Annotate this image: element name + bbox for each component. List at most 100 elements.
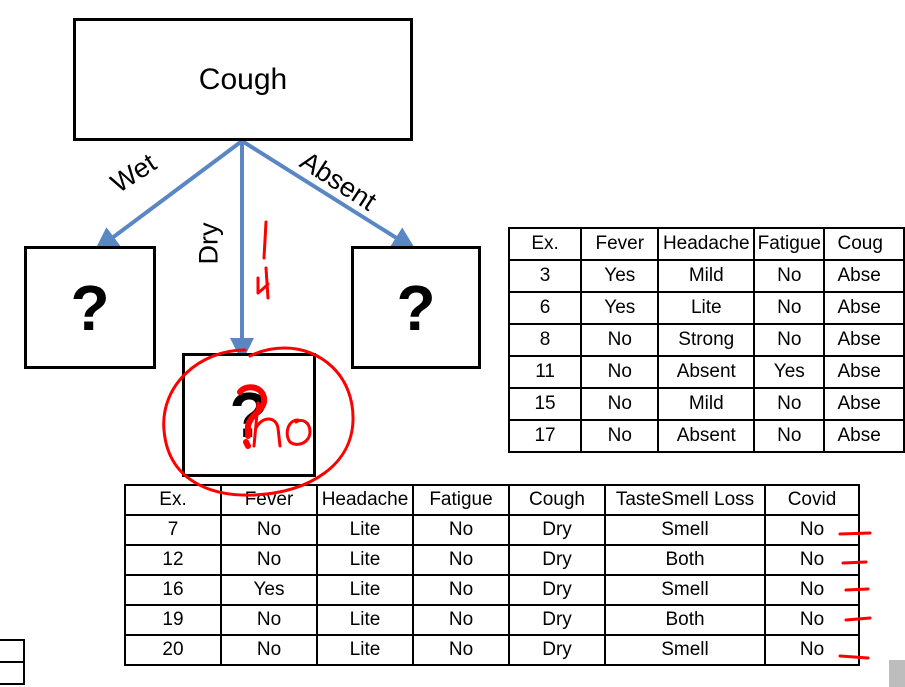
- cell: Abse: [823, 259, 905, 293]
- cell: No: [220, 634, 318, 666]
- cell: No: [220, 514, 318, 546]
- cell: Absent: [657, 355, 756, 389]
- cell: No: [753, 419, 826, 453]
- node-dry-label: ?: [229, 379, 269, 451]
- cell: 6: [507, 291, 583, 325]
- corner-box-fragment: [0, 639, 25, 685]
- cell: No: [580, 323, 660, 357]
- cell: 12: [124, 544, 222, 576]
- cell: Dry: [508, 574, 606, 606]
- cell: Smell: [604, 514, 766, 546]
- edge-label-wet: Wet: [105, 147, 162, 199]
- cell: No: [412, 634, 510, 666]
- cell: No: [764, 634, 860, 666]
- cell: 20: [124, 634, 222, 666]
- table-row: 17 No Absent No Abse: [507, 419, 905, 453]
- cell: 16: [124, 574, 222, 606]
- cell: Dry: [508, 604, 606, 636]
- cell: No: [412, 514, 510, 546]
- col-header: Coug: [823, 227, 905, 261]
- cell: No: [764, 604, 860, 636]
- col-header: Fever: [580, 227, 660, 261]
- cell: Strong: [657, 323, 756, 357]
- cell: No: [220, 604, 318, 636]
- cell: Abse: [823, 291, 905, 325]
- cell: Dry: [508, 634, 606, 666]
- cell: Mild: [657, 259, 756, 293]
- cell: No: [753, 323, 826, 357]
- cell: Abse: [823, 419, 905, 453]
- cell: No: [412, 544, 510, 576]
- cell: No: [764, 574, 860, 606]
- table-row: 19 No Lite No Dry Both No: [124, 604, 860, 636]
- table-header-row: Ex. Fever Headache Fatigue Coug: [507, 227, 905, 261]
- cell: Lite: [316, 634, 414, 666]
- cell: No: [580, 355, 660, 389]
- edge-label-dry: Dry: [193, 222, 224, 265]
- cell: Lite: [316, 574, 414, 606]
- cell: No: [412, 574, 510, 606]
- cell: No: [412, 604, 510, 636]
- table-row: 16 Yes Lite No Dry Smell No: [124, 574, 860, 606]
- cell: 17: [507, 419, 583, 453]
- cell: No: [764, 514, 860, 546]
- cell: 7: [124, 514, 222, 546]
- table-dry-examples: Ex. Fever Headache Fatigue Cough TasteSm…: [124, 484, 860, 666]
- cell: No: [753, 259, 826, 293]
- cell: Dry: [508, 514, 606, 546]
- cell: No: [580, 387, 660, 421]
- col-header: Ex.: [124, 484, 222, 516]
- node-absent-unknown: ?: [351, 246, 481, 369]
- cell: No: [753, 291, 826, 325]
- cell: Lite: [657, 291, 756, 325]
- col-header: Headache: [657, 227, 756, 261]
- cell: Both: [604, 604, 766, 636]
- cell: Absent: [657, 419, 756, 453]
- table-row: 6 Yes Lite No Abse: [507, 291, 905, 325]
- cell: 19: [124, 604, 222, 636]
- cell: Yes: [580, 259, 660, 293]
- cell: Abse: [823, 323, 905, 357]
- col-header: Covid: [764, 484, 860, 516]
- table-row: 8 No Strong No Abse: [507, 323, 905, 357]
- cell: Lite: [316, 514, 414, 546]
- cell: 15: [507, 387, 583, 421]
- cell: Abse: [823, 387, 905, 421]
- cell: No: [753, 387, 826, 421]
- table-row: 7 No Lite No Dry Smell No: [124, 514, 860, 546]
- node-wet-unknown: ?: [24, 246, 156, 369]
- cell: No: [580, 419, 660, 453]
- col-header: Headache: [316, 484, 414, 516]
- cell: Mild: [657, 387, 756, 421]
- root-node-label: Cough: [198, 62, 288, 96]
- cell: 8: [507, 323, 583, 357]
- col-header: Ex.: [507, 227, 583, 261]
- col-header: Fever: [220, 484, 318, 516]
- col-header: Fatigue: [753, 227, 826, 261]
- cell: 3: [507, 259, 583, 293]
- table-header-row: Ex. Fever Headache Fatigue Cough TasteSm…: [124, 484, 860, 516]
- corner-thumbnail: [889, 660, 905, 687]
- table-absent-examples: Ex. Fever Headache Fatigue Coug 3 Yes Mi…: [507, 227, 905, 453]
- ink-count-four: [256, 220, 270, 300]
- cell: No: [220, 544, 318, 576]
- edge-label-absent: Absent: [294, 145, 382, 217]
- node-absent-label: ?: [396, 271, 436, 344]
- cell: Smell: [604, 634, 766, 666]
- table-row: 3 Yes Mild No Abse: [507, 259, 905, 293]
- table-row: 15 No Mild No Abse: [507, 387, 905, 421]
- cell: 11: [507, 355, 583, 389]
- cell: Yes: [753, 355, 826, 389]
- node-dry-unknown: ?: [182, 353, 316, 477]
- cell: Smell: [604, 574, 766, 606]
- cell: Yes: [220, 574, 318, 606]
- col-header: Fatigue: [412, 484, 510, 516]
- cell: Dry: [508, 544, 606, 576]
- cell: Lite: [316, 604, 414, 636]
- cell: Lite: [316, 544, 414, 576]
- table-row: 12 No Lite No Dry Both No: [124, 544, 860, 576]
- col-header: Cough: [508, 484, 606, 516]
- cell: No: [764, 544, 860, 576]
- root-node-cough: Cough: [73, 18, 413, 141]
- cell: Both: [604, 544, 766, 576]
